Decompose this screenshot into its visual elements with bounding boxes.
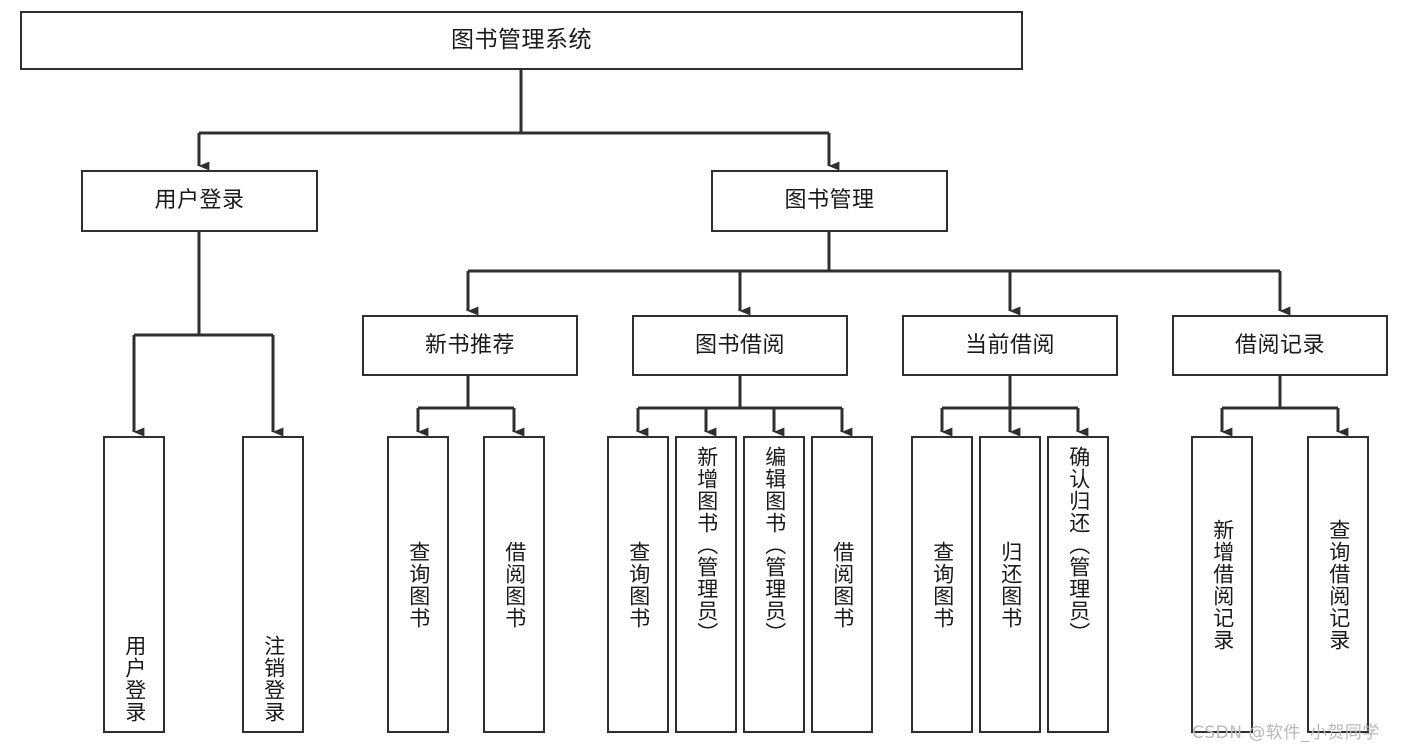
node-current-borrow[interactable]: 当前借阅 [902, 315, 1118, 376]
node-label: 当前借阅 [964, 332, 1055, 358]
node-label: 新书推荐 [424, 332, 515, 358]
leaf-add-borrow-record[interactable]: 新增借阅记录 [1191, 436, 1253, 733]
leaf-confirm-return-admin[interactable]: 确认归还（管理员） [1047, 436, 1109, 733]
node-label: 图书管理系统 [451, 27, 592, 54]
leaf-return-book[interactable]: 归还图书 [979, 436, 1041, 733]
leaf-user-login[interactable]: 用户登录 [103, 436, 165, 733]
node-label: 借阅图书 [830, 540, 855, 629]
leaf-query-book-recommend[interactable]: 查询图书 [387, 436, 449, 733]
leaf-add-book-admin[interactable]: 新增图书（管理员） [675, 436, 737, 733]
node-label: 图书借阅 [694, 332, 785, 358]
node-label: 借阅图书 [502, 540, 527, 629]
node-label: 确认归还（管理员） [1066, 446, 1091, 644]
node-label: 查询图书 [626, 540, 651, 629]
leaf-logout[interactable]: 注销登录 [242, 436, 304, 733]
node-label: 图书管理 [784, 188, 875, 214]
node-label: 查询图书 [406, 540, 431, 629]
node-borrow-records[interactable]: 借阅记录 [1172, 315, 1388, 376]
node-book-management[interactable]: 图书管理 [711, 170, 948, 232]
leaf-borrow-book-borrow[interactable]: 借阅图书 [811, 436, 873, 733]
leaf-borrow-book-recommend[interactable]: 借阅图书 [483, 436, 545, 733]
node-label: 查询图书 [930, 540, 955, 629]
node-label: 归还图书 [998, 540, 1023, 629]
leaf-query-book-current[interactable]: 查询图书 [911, 436, 973, 733]
node-label: 新增借阅记录 [1210, 518, 1235, 651]
node-label: 注销登录 [261, 635, 286, 723]
csdn-watermark: CSDN @软件_小贺同学 [1192, 723, 1380, 743]
node-book-borrow[interactable]: 图书借阅 [632, 315, 848, 376]
node-label: 查询借阅记录 [1326, 518, 1351, 651]
node-root-system[interactable]: 图书管理系统 [20, 11, 1023, 70]
node-label: 用户登录 [122, 635, 147, 723]
node-label: 编辑图书（管理员） [762, 446, 787, 644]
node-label: 用户登录 [154, 188, 245, 214]
leaf-query-book-borrow[interactable]: 查询图书 [607, 436, 669, 733]
node-label: 新增图书（管理员） [694, 446, 719, 644]
node-label: 借阅记录 [1234, 332, 1325, 358]
node-new-book-recommend[interactable]: 新书推荐 [362, 315, 578, 376]
leaf-query-borrow-record[interactable]: 查询借阅记录 [1307, 436, 1369, 733]
node-user-login[interactable]: 用户登录 [81, 170, 318, 232]
leaf-edit-book-admin[interactable]: 编辑图书（管理员） [743, 436, 805, 733]
